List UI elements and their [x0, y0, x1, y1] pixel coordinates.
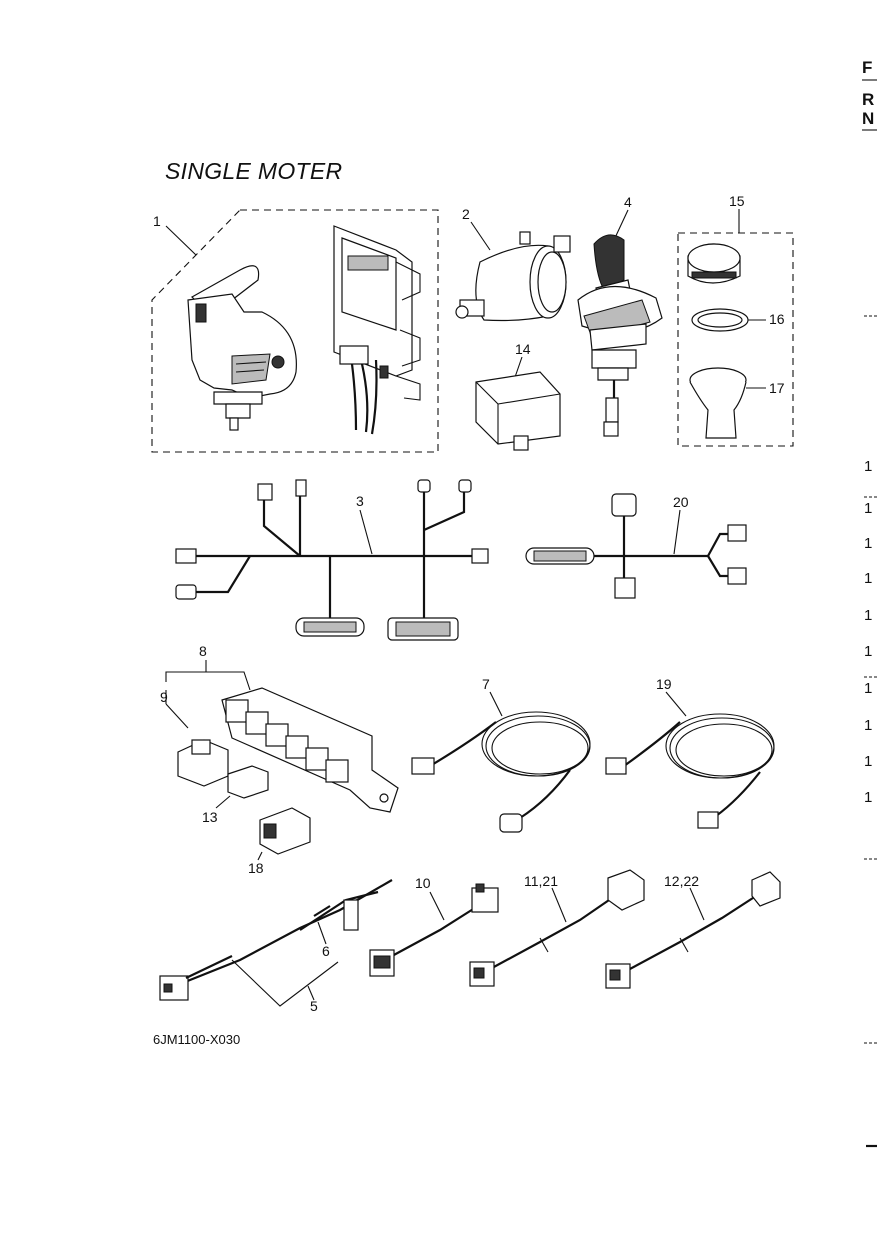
edge-letter-r: R [862, 90, 875, 109]
callout-20: 20 [673, 494, 689, 510]
callout-18: 18 [248, 860, 264, 876]
edge-number: 1 [864, 680, 873, 697]
callout-11-21: 11,21 [524, 873, 558, 889]
edge-marks [862, 79, 877, 1148]
edge-letter-f: F [862, 58, 873, 77]
parts-12-22-cable [605, 871, 781, 989]
parts-5-6-harness [159, 879, 393, 1007]
part-4-joystick [577, 209, 663, 437]
callout-5: 5 [310, 998, 318, 1014]
callout-4: 4 [624, 194, 632, 210]
part-14-module [475, 356, 561, 451]
part-1-control-assembly [151, 209, 439, 453]
callout-2: 2 [462, 206, 470, 222]
edge-number: 1 [864, 753, 873, 770]
callout-3: 3 [356, 493, 364, 509]
parts-11-21-cable [469, 869, 645, 987]
parts-15-16-17-box [677, 209, 794, 447]
callout-19: 19 [656, 676, 672, 692]
edge-number: 1 [864, 789, 873, 806]
callout-14: 14 [515, 341, 531, 357]
edge-number: 1 [864, 570, 873, 587]
edge-number: 1 [864, 458, 873, 475]
callout-12-22: 12,22 [664, 873, 699, 889]
callout-6: 6 [322, 943, 330, 959]
callout-13: 13 [202, 809, 218, 825]
part-2-actuator [455, 221, 571, 322]
edge-letter-n: N [862, 109, 875, 128]
part-7-cable [411, 691, 591, 833]
part-19-cable [605, 691, 775, 829]
edge-number: 1 [864, 607, 873, 624]
part-20-harness [525, 493, 747, 599]
parts-8-9-13-18-box [165, 660, 399, 861]
callout-7: 7 [482, 676, 490, 692]
callout-9: 9 [160, 689, 168, 705]
edge-number: 1 [864, 643, 873, 660]
callout-17: 17 [769, 380, 785, 396]
callout-15: 15 [729, 193, 745, 209]
edge-number: 1 [864, 717, 873, 734]
part-10-cable [369, 883, 499, 977]
part-3-wire-harness [175, 479, 489, 641]
callout-16: 16 [769, 311, 785, 327]
edge-number: 1 [864, 500, 873, 517]
callout-10: 10 [415, 875, 431, 891]
edge-number: 1 [864, 535, 873, 552]
callout-8: 8 [199, 643, 207, 659]
diagram-code: 6JM1100-X030 [153, 1032, 241, 1047]
diagram-title: SINGLE MOTER [165, 158, 343, 184]
callout-1: 1 [153, 213, 161, 229]
